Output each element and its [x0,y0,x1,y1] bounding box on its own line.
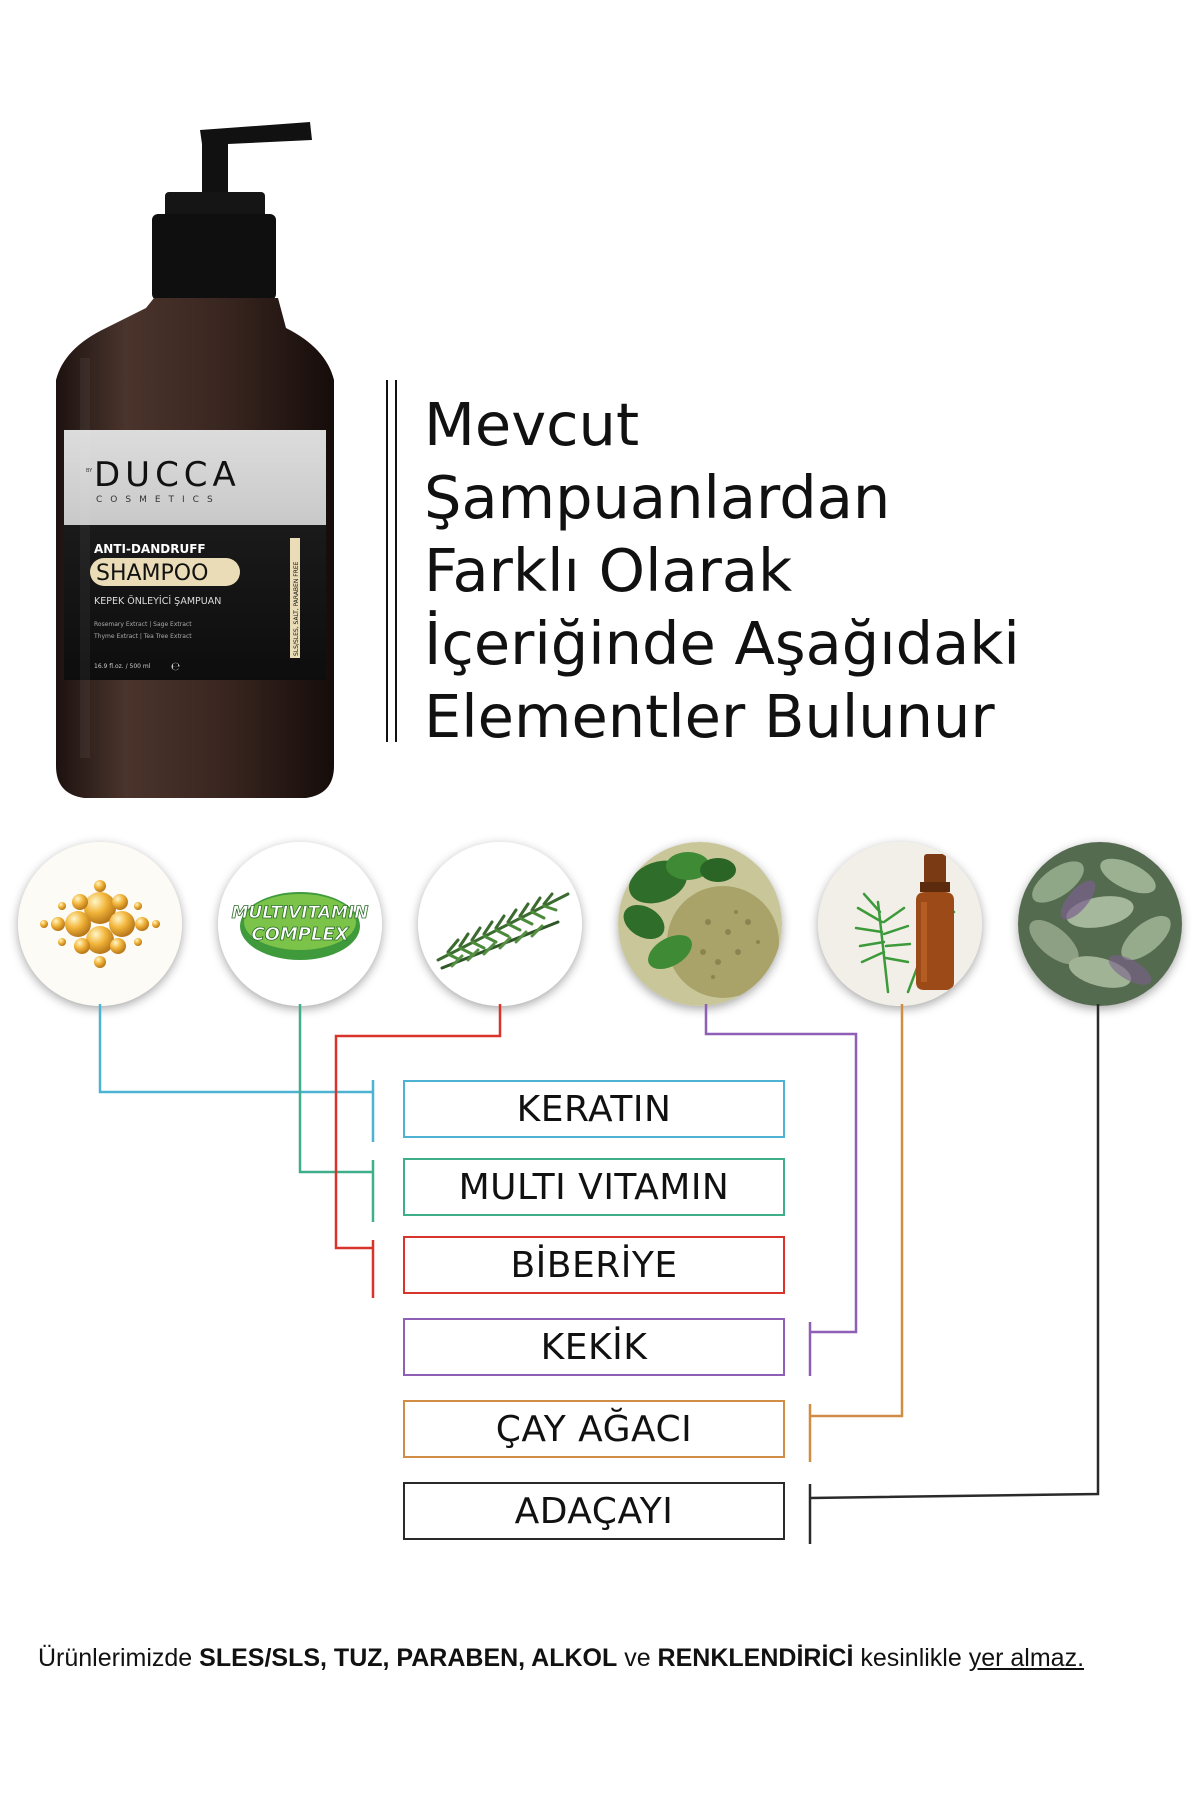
footer-excluded-list: SLES/SLS, TUZ, PARABEN, ALKOL [199,1644,618,1672]
ingredient-image-thyme [618,842,782,1006]
footer-excluded-colorant: RENKLENDİRİCİ [657,1644,854,1672]
bottle-type-label: ANTI-DANDRUFF [94,542,206,556]
ingredient-label-thyme: KEKİK [403,1318,785,1376]
bottle-brand: DUCCA [94,455,241,495]
ingredient-image-keratin [18,842,182,1006]
ingredient-image-sage [1018,842,1182,1006]
connector-keratin [98,1004,373,1094]
shampoo-bottle-image: DUCCA COSMETICS BY ANTI-DANDRUFF SHAMPOO… [56,122,334,798]
multivitamin-badge-line2: COMPLEX [251,924,349,945]
ingredient-image-tea-tree [818,842,982,1006]
connector-multivitamin [298,1004,373,1174]
headline-line: Elementler Bulunur [424,682,995,751]
headline-rule-right [395,380,397,742]
bottle-brand-sub: COSMETICS [96,495,221,505]
sage-icon [1018,842,1182,1006]
headline-line: Mevcut [424,390,640,459]
bottle-brand-prefix: BY [86,468,93,474]
headline-line: Şampuanlardan [424,463,891,532]
ingredient-label-keratin: KERATIN [403,1080,785,1138]
bottle-extracts-1: Rosemary Extract | Sage Extract [94,621,192,628]
bottle-product-name: SHAMPOO [96,561,208,586]
rosemary-icon [418,842,582,1006]
connector-thyme [704,1004,858,1334]
ingredient-image-rosemary [418,842,582,1006]
bottle-volume-mark: ℮ [171,660,180,673]
ingredient-label-sage: ADAÇAYI [403,1482,785,1540]
bottle-volume: 16.9 fl.oz. / 500 ml [94,663,151,670]
footer-prefix: Ürünlerimizde [38,1644,200,1672]
headline-line: Farklı Olarak [424,536,793,605]
connector-rosemary [334,1004,502,1250]
bottle-side-label: SLS/SLES, SALT, PARABEN FREE [293,561,300,656]
tea-tree-oil-icon [818,842,982,1006]
connector-sage [809,1004,1100,1500]
ingredient-label-tea-tree: ÇAY AĞACI [403,1400,785,1458]
ingredient-label-multivitamin: MULTI VITAMIN [403,1158,785,1216]
bottle-extracts-2: Thyme Extract | Tea Tree Extract [93,633,192,640]
footer-note: Ürünlerimizde SLES/SLS, TUZ, PARABEN, AL… [38,1644,1168,1673]
keratin-droplets-icon [18,842,182,1006]
ingredient-label-rosemary: BİBERİYE [403,1236,785,1294]
footer-mid: ve [617,1644,658,1672]
footer-underlined: yer almaz. [968,1644,1085,1672]
bottle-subtitle: KEPEK ÖNLEYİCİ ŞAMPUAN [94,596,221,607]
footer-mid2: kesinlikle [853,1644,969,1672]
connector-tea-tree [810,1004,904,1418]
thyme-icon [618,842,782,1006]
multivitamin-badge-icon: MULTIVITAMIN COMPLEX [218,842,382,1006]
headline: Mevcut Şampuanlardan Farklı Olarak İçeri… [424,388,1124,753]
headline-line: İçeriğinde Aşağıdaki [424,609,1020,678]
multivitamin-badge-line1: MULTIVITAMIN [231,903,368,923]
ingredient-image-multivitamin: MULTIVITAMIN COMPLEX [218,842,382,1006]
headline-rule-left [386,380,388,742]
